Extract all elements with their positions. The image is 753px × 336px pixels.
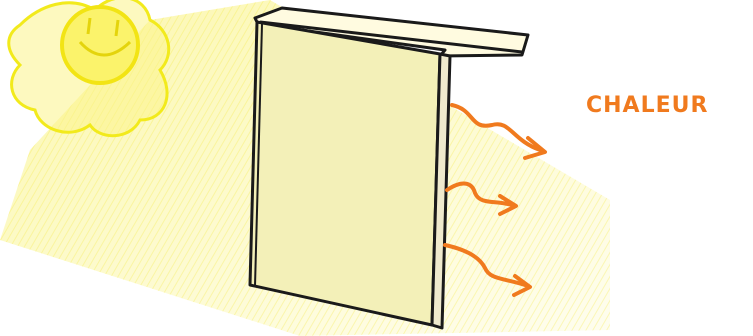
wall-panel <box>250 22 450 328</box>
heat-label: CHALEUR <box>586 93 708 118</box>
smiling-sun-icon <box>9 0 169 136</box>
